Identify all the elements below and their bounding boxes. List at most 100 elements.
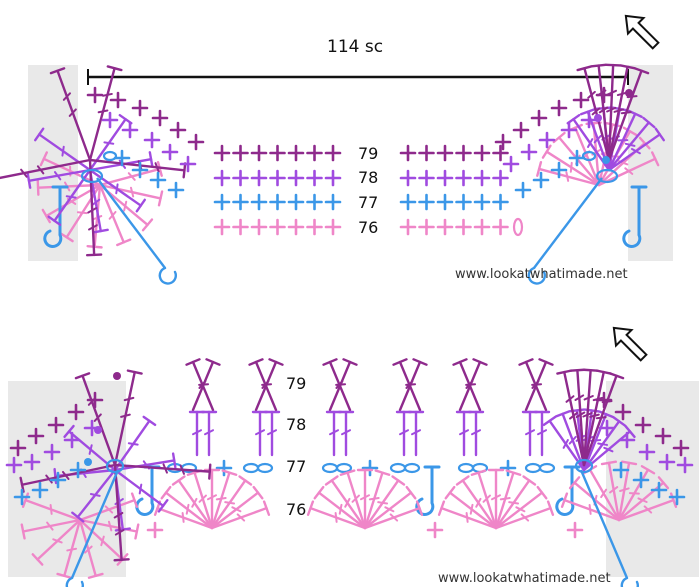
sc-stitch-symbol bbox=[287, 144, 305, 162]
dc-stitch-symbol bbox=[494, 475, 537, 530]
sc-stitch-symbol bbox=[632, 471, 650, 489]
sc-stitch-symbol bbox=[250, 218, 268, 236]
hook-symbol bbox=[622, 185, 648, 248]
dc-stitch-symbol bbox=[597, 151, 660, 187]
sc-stitch-symbol bbox=[43, 443, 61, 461]
sc-stitch-symbol bbox=[598, 419, 616, 437]
dc-stitch-symbol bbox=[363, 475, 406, 530]
dc-stitch-symbol bbox=[210, 485, 264, 530]
top-sc-rows bbox=[213, 144, 524, 237]
sc-stitch-symbol bbox=[436, 144, 454, 162]
sc-stitch-symbol bbox=[287, 193, 305, 211]
sc-stitch-symbol bbox=[5, 456, 23, 474]
dc-stitch-symbol bbox=[98, 160, 163, 187]
sc-stitch-symbol bbox=[572, 91, 590, 109]
sc-stitch-symbol bbox=[455, 144, 472, 162]
sc-stitch-symbol bbox=[101, 111, 119, 129]
dc-stitch-symbol bbox=[398, 358, 428, 412]
sc-stitch-symbol bbox=[161, 143, 179, 161]
hook-symbol bbox=[555, 465, 581, 516]
bottom-row-label-76: 76 bbox=[286, 500, 306, 519]
dc-stitch-symbol bbox=[306, 500, 367, 530]
sc-stitch-symbol bbox=[473, 193, 491, 211]
chain-stitch-symbol bbox=[389, 462, 407, 474]
dc-stitch-symbol bbox=[617, 465, 656, 522]
sc-stitch-symbol bbox=[215, 459, 233, 477]
dc-stitch-symbol bbox=[576, 65, 611, 162]
sc-stitch-symbol bbox=[520, 143, 538, 161]
top-watermark: www.lookatwhatimade.net bbox=[455, 267, 628, 282]
top-row-label-77: 77 bbox=[358, 193, 378, 212]
sc-stitch-symbol bbox=[560, 121, 578, 139]
chain-stitch-symbol bbox=[457, 462, 475, 474]
long-tail-symbol bbox=[96, 177, 177, 285]
sc-stitch-symbol bbox=[399, 193, 417, 211]
dc-stitch-symbol bbox=[494, 500, 555, 530]
bottom-chart-section: 79 78 77 76 www.lookatwhatimade.net bbox=[5, 326, 699, 587]
long-tail-symbol bbox=[527, 177, 603, 285]
top-right-shade bbox=[628, 65, 673, 261]
sc-stitch-symbol bbox=[494, 133, 512, 151]
sc-stitch-symbol bbox=[27, 427, 45, 445]
sc-stitch-symbol bbox=[324, 144, 342, 162]
sc-stitch-symbol bbox=[492, 193, 509, 211]
measure-line bbox=[87, 69, 629, 85]
bottom-row-label-77: 77 bbox=[286, 457, 306, 476]
bottom-right-shade bbox=[606, 381, 699, 577]
bottom-pattern bbox=[135, 358, 584, 539]
sc-stitch-symbol bbox=[502, 155, 520, 173]
sc-stitch-symbol bbox=[67, 403, 85, 421]
sc-stitch-symbol bbox=[232, 169, 249, 187]
bottom-row-label-79: 79 bbox=[286, 374, 306, 393]
sc-stitch-symbol bbox=[151, 109, 169, 127]
dc-stitch-symbol bbox=[322, 358, 352, 412]
top-row-label-78: 78 bbox=[358, 168, 378, 187]
sc-stitch-symbol bbox=[86, 391, 104, 409]
dc-stitch-symbol bbox=[444, 485, 498, 530]
chain-stitch-symbol bbox=[105, 458, 125, 474]
dc-stitch-symbol bbox=[33, 127, 92, 172]
sc-stitch-symbol bbox=[23, 453, 41, 471]
sc-stitch-symbol bbox=[436, 169, 454, 187]
measure-label: 114 sc bbox=[327, 37, 383, 57]
sc-stitch-symbol bbox=[399, 169, 417, 187]
sc-stitch-symbol bbox=[324, 169, 342, 187]
chain-stitch-symbol bbox=[335, 462, 353, 474]
sc-stitch-symbol bbox=[324, 218, 342, 236]
dc-stitch-symbol bbox=[556, 369, 586, 467]
dc-stitch-symbol bbox=[113, 463, 212, 480]
dc-stitch-symbol bbox=[113, 468, 169, 513]
dc-stitch-symbol bbox=[78, 492, 139, 522]
sc-stitch-symbol bbox=[232, 144, 249, 162]
sc-stitch-symbol bbox=[250, 193, 268, 211]
sc-stitch-symbol bbox=[287, 218, 305, 236]
dc-stitch-symbol bbox=[113, 463, 130, 562]
dc-stitch-symbol bbox=[49, 67, 92, 162]
chain-stitch-symbol bbox=[595, 168, 619, 184]
chain-stitch-symbol bbox=[574, 458, 594, 474]
sc-stitch-symbol bbox=[269, 169, 286, 187]
sc-stitch-symbol bbox=[473, 144, 491, 162]
chain-stitch-symbol bbox=[80, 168, 104, 184]
sc-stitch-symbol bbox=[324, 193, 342, 211]
sc-stitch-symbol bbox=[250, 144, 268, 162]
sc-stitch-symbol bbox=[618, 431, 636, 449]
sc-stitch-symbol bbox=[9, 439, 27, 457]
sc-stitch-symbol bbox=[492, 218, 509, 236]
top-chart-section: 114 sc 79 78 77 76 www.lookatwhatimade.n… bbox=[0, 14, 673, 285]
chain-stitch-symbol bbox=[102, 150, 118, 162]
dc-stitch-symbol bbox=[356, 468, 374, 530]
dc-stitch-symbol bbox=[582, 368, 599, 467]
dc-stitch-symbol bbox=[536, 160, 601, 187]
dc-stitch-symbol bbox=[569, 368, 586, 467]
top-row-label-76: 76 bbox=[358, 218, 378, 237]
sc-stitch-symbol bbox=[146, 521, 164, 539]
sc-stitch-symbol bbox=[473, 169, 491, 187]
chain-stitch-symbol bbox=[524, 462, 542, 474]
dc-stitch-symbol bbox=[470, 469, 498, 530]
dc-stitch-symbol bbox=[560, 492, 621, 522]
sc-stitch-symbol bbox=[131, 99, 149, 117]
dc-stitch-symbol bbox=[210, 500, 271, 530]
chain-stitch-symbol bbox=[538, 462, 556, 474]
sc-stitch-symbol bbox=[634, 416, 652, 434]
